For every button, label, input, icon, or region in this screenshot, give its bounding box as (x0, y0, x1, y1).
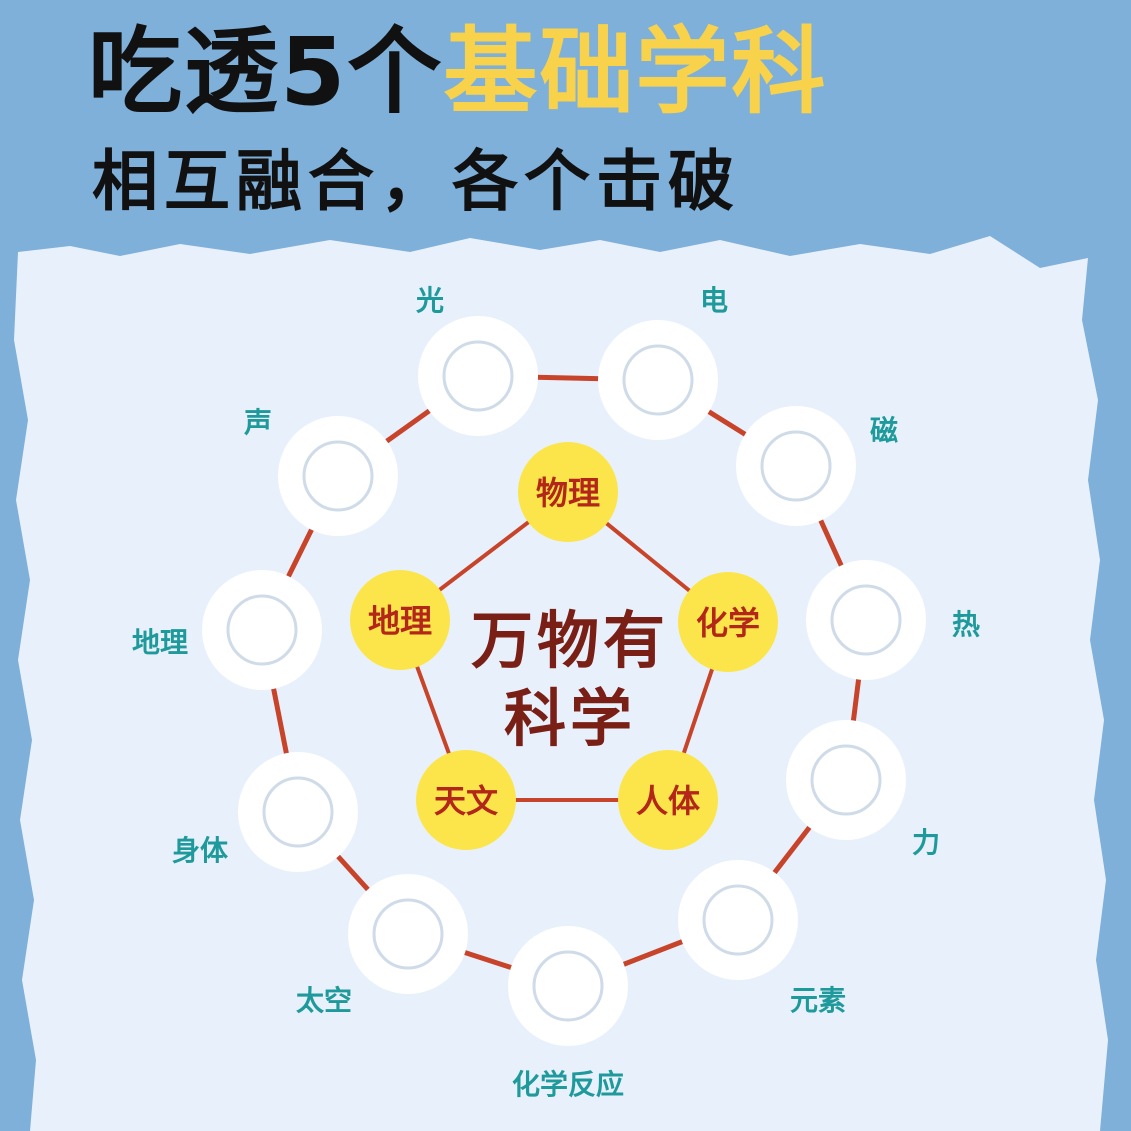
subject-label: 人体 (636, 782, 700, 820)
subject-node: 地理 (350, 570, 450, 670)
topic-node: 电 (598, 284, 728, 440)
topic-illustration (678, 860, 798, 980)
subject-circle (350, 570, 450, 670)
topic-illustration (786, 720, 906, 840)
topic-illustration (238, 752, 358, 872)
illustration-placeholder-icon (702, 884, 774, 956)
subject-label: 化学 (696, 604, 760, 642)
illustration-placeholder-icon (226, 594, 298, 666)
center-line-1: 万物有 (471, 604, 669, 677)
topic-node: 身体 (172, 752, 358, 872)
subject-label: 物理 (536, 474, 600, 512)
illustration-placeholder-icon (830, 584, 902, 656)
illustration-placeholder-icon (372, 898, 444, 970)
topic-node: 热 (806, 560, 980, 680)
illustration-placeholder-icon (262, 776, 334, 848)
topic-label: 身体 (172, 834, 229, 867)
subject-circle (416, 750, 516, 850)
illustration-placeholder-icon (302, 440, 374, 512)
topic-node: 声 (244, 406, 398, 536)
subject-node: 物理 (518, 442, 618, 542)
topic-node: 地理 (132, 570, 322, 690)
title-prefix: 吃透5个 (88, 18, 444, 127)
subject-circle (518, 442, 618, 542)
illustration-placeholder-icon (810, 744, 882, 816)
subject-label: 天文 (434, 782, 498, 820)
topic-label: 元素 (790, 984, 846, 1017)
topic-illustration (278, 416, 398, 536)
topic-illustration (202, 570, 322, 690)
topic-illustration (418, 316, 538, 436)
subject-node: 天文 (416, 750, 516, 850)
subject-circle (678, 572, 778, 672)
illustration-placeholder-icon (442, 340, 514, 412)
topic-node: 磁 (736, 406, 898, 526)
subject-node: 人体 (618, 750, 718, 850)
topic-illustration (508, 926, 628, 1046)
topic-illustration (736, 406, 856, 526)
topic-label: 热 (952, 608, 980, 641)
topic-label: 力 (912, 826, 940, 859)
topic-node: 力 (786, 720, 940, 859)
topic-illustration (598, 320, 718, 440)
topic-label: 光 (415, 284, 444, 317)
topic-label: 磁 (870, 414, 898, 447)
illustration-placeholder-icon (760, 430, 832, 502)
illustration-placeholder-icon (622, 344, 694, 416)
title-highlight: 基础学科 (443, 18, 828, 127)
illustration-placeholder-icon (532, 950, 604, 1022)
main-title: 吃透5个基础学科 (88, 18, 827, 128)
center-line-2: 科学 (504, 682, 636, 755)
topic-node: 太空 (296, 874, 468, 1017)
subject-label: 地理 (368, 602, 432, 640)
subject-circle (618, 750, 718, 850)
topic-illustration (348, 874, 468, 994)
topic-label: 声 (244, 406, 272, 439)
topic-label: 电 (700, 284, 728, 317)
topic-label: 地理 (132, 626, 188, 659)
topic-node: 化学反应 (508, 926, 628, 1101)
subject-node: 化学 (678, 572, 778, 672)
topic-node: 光 (415, 284, 538, 436)
topic-illustration (806, 560, 926, 680)
topic-label: 化学反应 (512, 1068, 624, 1101)
subtitle: 相互融合，各个击破 (92, 143, 740, 220)
topic-label: 太空 (296, 984, 352, 1017)
topic-node: 元素 (678, 860, 846, 1017)
